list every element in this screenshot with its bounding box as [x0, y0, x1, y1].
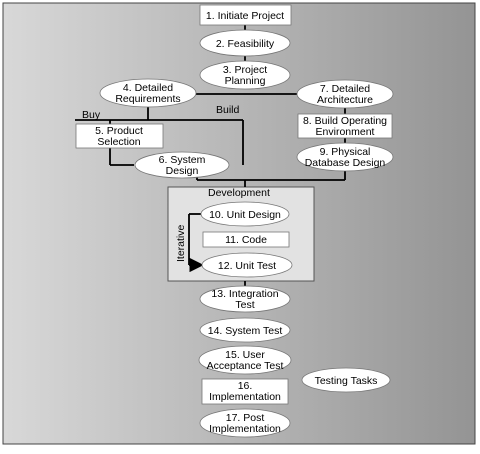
node-2-label: 2. Feasibility	[216, 38, 275, 50]
node-3-label-2: Planning	[225, 75, 266, 87]
build-label: Build	[216, 104, 240, 116]
testing-tasks-label: Testing Tasks	[315, 375, 378, 387]
buy-label: Buy	[82, 109, 101, 121]
node-8: 8. Build Operating Environment	[297, 113, 393, 139]
node-7-label-1: 7. Detailed	[320, 83, 370, 95]
node-10-label: 10. Unit Design	[209, 209, 281, 221]
node-9-label-1: 9. Physical	[320, 146, 371, 158]
node-17-label-1: 17. Post	[226, 412, 265, 424]
node-13-label-1: 13. Integration	[211, 288, 278, 300]
node-12-label: 12. Unit Test	[218, 260, 276, 272]
node-1-label: 1. Initiate Project	[206, 10, 284, 22]
node-13-label-2: Test	[235, 299, 254, 311]
node-9: 9. Physical Database Design	[296, 142, 394, 172]
node-5: 5. Product Selection	[75, 123, 164, 149]
node-4-label-2: Requirements	[115, 93, 180, 105]
node-15-label-1: 15. User	[225, 349, 265, 361]
node-6: 6. System Design	[134, 151, 230, 179]
node-3-label-1: 3. Project	[223, 64, 267, 76]
node-11-label: 11. Code	[225, 234, 267, 246]
node-10: 10. Unit Design	[200, 201, 290, 227]
node-11: 11. Code	[202, 231, 290, 248]
node-5-label-2: Selection	[97, 136, 140, 148]
node-13: 13. Integration Test	[199, 285, 291, 313]
node-6-label-2: Design	[166, 165, 199, 177]
node-4: 4. Detailed Requirements	[99, 78, 197, 108]
node-15-label-2: Acceptance Test	[207, 360, 284, 372]
connectors	[75, 25, 346, 286]
node-1: 1. Initiate Project	[199, 4, 292, 26]
node-3: 3. Project Planning	[199, 60, 291, 90]
node-17: 17. Post Implementation	[199, 408, 291, 438]
node-8-label-1: 8. Build Operating	[303, 115, 387, 127]
node-16: 16. Implementation	[201, 378, 289, 405]
node-16-label-2: Implementation	[209, 391, 281, 403]
node-17-label-2: Implementation	[209, 423, 281, 435]
iterative-label: Iterative	[175, 224, 187, 262]
node-15: 15. User Acceptance Test	[198, 345, 292, 375]
node-12: 12. Unit Test	[201, 252, 293, 278]
node-8-label-2: Environment	[316, 126, 375, 138]
node-2: 2. Feasibility	[199, 29, 291, 57]
node-4-label-1: 4. Detailed	[123, 82, 173, 94]
node-9-label-2: Database Design	[305, 157, 386, 169]
node-6-label-1: 6. System	[159, 154, 206, 166]
node-14: 14. System Test	[199, 317, 291, 343]
development-label: Development	[208, 187, 270, 199]
node-7-label-2: Architecture	[317, 94, 373, 106]
node-5-label-1: 5. Product	[95, 125, 143, 137]
node-7: 7. Detailed Architecture	[296, 79, 394, 109]
node-16-label-1: 16.	[238, 380, 253, 392]
testing-tasks-legend: Testing Tasks	[301, 367, 391, 393]
node-14-label: 14. System Test	[208, 325, 283, 337]
